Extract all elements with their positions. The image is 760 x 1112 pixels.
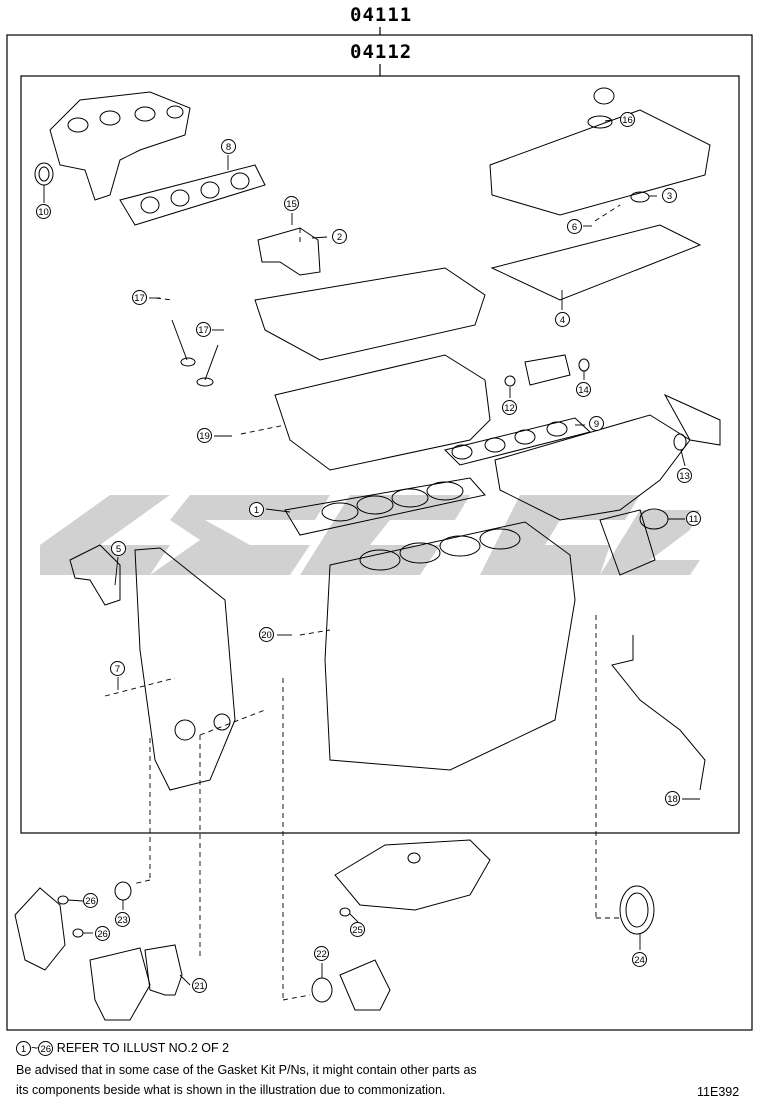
callout-20: 20 [259, 627, 274, 642]
water-pump-gasket [144, 944, 183, 996]
callout-6: 6 [567, 219, 582, 234]
callout-1: 1 [249, 502, 264, 517]
refer-text: REFER TO ILLUST NO.2 OF 2 [56, 1041, 230, 1055]
range-tilde: ~ [31, 1041, 39, 1055]
exhaust-manifold [49, 91, 191, 201]
outer-kit-code: 04111 [350, 4, 413, 26]
timing-chain-cover [134, 547, 236, 791]
parts-lineart [14, 87, 721, 1021]
callout-leaders [43, 119, 700, 986]
exhaust-manifold-gasket [119, 164, 266, 226]
callout-12: 12 [502, 400, 517, 415]
callout-3: 3 [662, 188, 677, 203]
inner-kit-code: 04112 [350, 41, 413, 63]
camshaft-cover [254, 267, 486, 361]
callout-15: 15 [284, 196, 299, 211]
thermostat-gasket [311, 977, 333, 1003]
advisory-line-2: its components beside what is shown in t… [16, 1083, 446, 1097]
watermark-logo [40, 495, 700, 575]
refer-note: 1~26 REFER TO ILLUST NO.2 OF 2 [16, 1040, 229, 1057]
advisory-line-1: Be advised that in some case of the Gask… [16, 1063, 477, 1077]
callout-23: 23 [115, 912, 130, 927]
callout-13: 13 [677, 468, 692, 483]
water-pump [89, 947, 151, 1021]
water-inlet [69, 544, 121, 606]
thermostat-housing [339, 959, 391, 1011]
rear-crank-seal [619, 885, 655, 935]
callout-7: 7 [110, 661, 125, 676]
exhaust-seal [34, 162, 54, 186]
callout-11: 11 [686, 511, 701, 526]
callout-26-lower: 26 [95, 926, 110, 941]
callout-25: 25 [350, 922, 365, 937]
inner-kit-frame [20, 75, 740, 834]
callout-18: 18 [665, 791, 680, 806]
callout-14: 14 [576, 382, 591, 397]
callout-8: 8 [221, 139, 236, 154]
callout-26-upper: 26 [83, 893, 98, 908]
valve-cover-gasket [490, 224, 702, 301]
callout-10: 10 [36, 204, 51, 219]
guide-lines [104, 204, 621, 1001]
callout-2: 2 [332, 229, 347, 244]
callout-19: 19 [197, 428, 212, 443]
oil-pan [334, 839, 491, 911]
illustration-id: 11E392 [697, 1085, 740, 1099]
cylinder-head [274, 354, 491, 471]
dipstick-guide [611, 635, 706, 791]
water-pump-housing [14, 887, 66, 971]
callout-21: 21 [192, 978, 207, 993]
valve-cover [489, 109, 711, 216]
callout-22: 22 [314, 946, 329, 961]
cylinder-block [324, 521, 576, 771]
callout-5: 5 [111, 541, 126, 556]
callout-4: 4 [555, 312, 570, 327]
range-end-callout: 26 [38, 1041, 54, 1057]
callout-9: 9 [589, 416, 604, 431]
callout-16: 16 [620, 112, 635, 127]
callout-24: 24 [632, 952, 647, 967]
outer-kit-frame [6, 34, 753, 1031]
callout-17-upper: 17 [132, 290, 147, 305]
callout-17-lower: 17 [196, 322, 211, 337]
intake-manifold [494, 414, 691, 521]
cam-housing [257, 227, 321, 276]
range-start-callout: 1 [16, 1041, 31, 1057]
